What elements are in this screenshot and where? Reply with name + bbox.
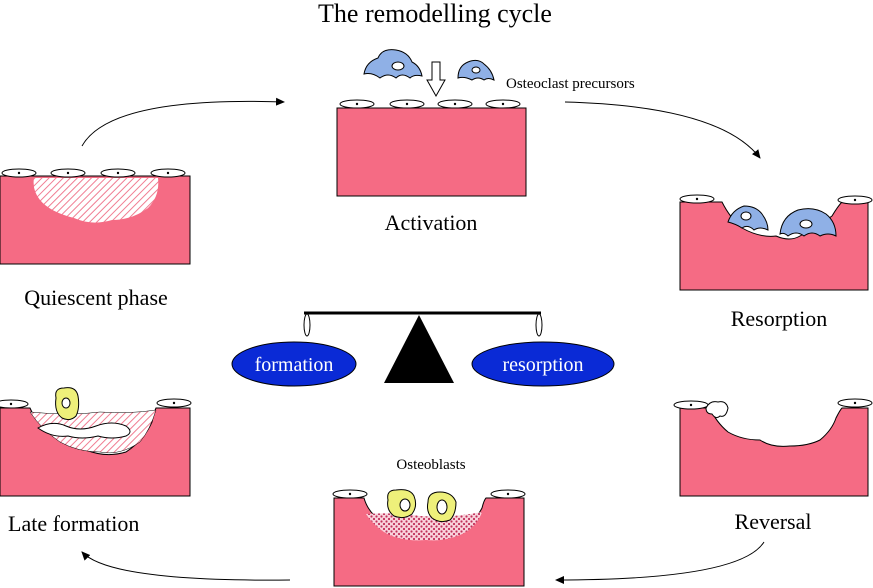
activation-lining-cells (339, 99, 521, 109)
reversal-label: Reversal (735, 509, 812, 534)
quiescent-hatched-region (33, 178, 159, 223)
diagram-title: The remodelling cycle (318, 0, 552, 28)
resorption-oval-label: resorption (502, 354, 583, 376)
late-formation-label: Late formation (8, 511, 139, 536)
osteocyte-line (37, 422, 131, 439)
arrow-formation-to-late (81, 551, 291, 581)
reversal-bone-block (679, 407, 869, 497)
arrow-activation-to-resorption (564, 101, 761, 159)
formation-stage: Osteoblasts (332, 457, 526, 587)
osteoblasts-label: Osteoblasts (396, 457, 465, 473)
migration-down-arrow (426, 61, 446, 98)
reversal-cell (705, 401, 729, 419)
cycle-arrows (81, 97, 765, 584)
reversal-stage: Reversal (673, 398, 873, 534)
balance-scale: formation resorption (231, 311, 615, 387)
late-formation-stage: Late formation (0, 387, 192, 536)
balance-fulcrum (384, 315, 454, 383)
resorption-oval (471, 341, 615, 387)
balance-left-hanger (303, 313, 311, 337)
activation-bone-block (336, 107, 527, 197)
resorption-stage: Resorption (679, 194, 873, 331)
activation-stage: Osteoclast precursors Activation (336, 49, 635, 235)
balance-right-hanger (535, 313, 543, 337)
resorption-label: Resorption (731, 306, 828, 331)
arrow-reversal-to-formation (555, 541, 765, 584)
arrow-quiescent-to-activation (81, 97, 285, 147)
activation-label: Activation (385, 210, 478, 235)
formation-oval-label: formation (255, 354, 334, 376)
formation-oval (231, 341, 357, 387)
osteoid-dotted (366, 512, 482, 541)
quiescent-stage: Quiescent phase (0, 168, 191, 310)
osteoclast-precursors-label: Osteoclast precursors (506, 76, 635, 92)
quiescent-label: Quiescent phase (24, 285, 168, 310)
resorption-bone-block (679, 201, 869, 291)
